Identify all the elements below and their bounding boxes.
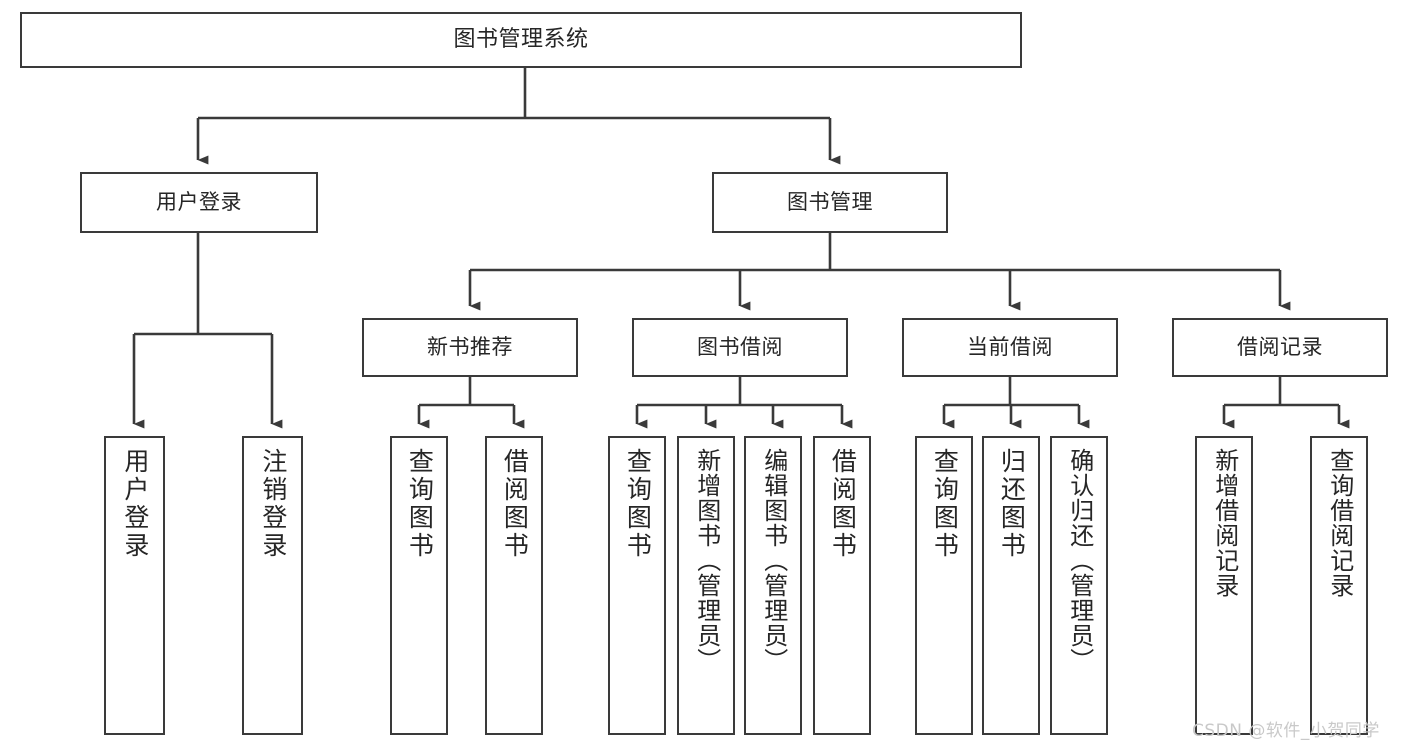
leaf-user-login[interactable]: 用户登录 [104,436,165,735]
node-label: 用户登录 [120,448,150,560]
leaf-query-book-current[interactable]: 查询图书 [915,436,973,735]
node-new-book-recommend[interactable]: 新书推荐 [362,318,578,377]
leaf-borrow-book[interactable]: 借阅图书 [813,436,871,735]
node-label: 图书管理系统 [453,27,589,52]
leaf-query-borrow-record[interactable]: 查询借阅记录 [1310,436,1368,735]
node-label: 新增借阅记录 [1210,448,1239,598]
node-label: 新书推荐 [427,335,513,359]
node-label: 图书借阅 [697,335,783,359]
node-borrow-record[interactable]: 借阅记录 [1172,318,1388,377]
csdn-watermark: CSDN @软件_小贺同学 [1192,721,1380,741]
node-label: 借阅图书 [500,448,530,560]
node-label: 查询图书 [405,448,435,560]
node-label: 查询图书 [930,448,960,560]
leaf-add-borrow-record[interactable]: 新增借阅记录 [1195,436,1253,735]
node-label: 借阅记录 [1237,335,1323,359]
node-book-borrow[interactable]: 图书借阅 [632,318,848,377]
leaf-edit-book-admin[interactable]: 编辑图书（管理员） [744,436,802,735]
leaf-return-book[interactable]: 归还图书 [982,436,1040,735]
node-user-login[interactable]: 用户登录 [80,172,318,233]
node-label: 新增图书（管理员） [692,448,721,673]
node-root-system[interactable]: 图书管理系统 [20,12,1022,68]
node-book-management[interactable]: 图书管理 [712,172,948,233]
node-label: 借阅图书 [828,448,858,560]
node-label: 查询图书 [623,448,653,560]
leaf-borrow-book-recommend[interactable]: 借阅图书 [485,436,543,735]
node-label: 编辑图书（管理员） [759,448,788,673]
node-label: 用户登录 [156,190,242,214]
node-label: 归还图书 [997,448,1027,560]
leaf-confirm-return-admin[interactable]: 确认归还（管理员） [1050,436,1108,735]
node-label: 查询借阅记录 [1325,448,1354,598]
leaf-add-book-admin[interactable]: 新增图书（管理员） [677,436,735,735]
node-label: 确认归还（管理员） [1065,448,1094,673]
node-label: 图书管理 [787,190,873,214]
leaf-query-book-borrow[interactable]: 查询图书 [608,436,666,735]
leaf-query-book-recommend[interactable]: 查询图书 [390,436,448,735]
node-label: 注销登录 [258,448,288,560]
leaf-logout-login[interactable]: 注销登录 [242,436,303,735]
node-current-borrow[interactable]: 当前借阅 [902,318,1118,377]
node-label: 当前借阅 [967,335,1053,359]
